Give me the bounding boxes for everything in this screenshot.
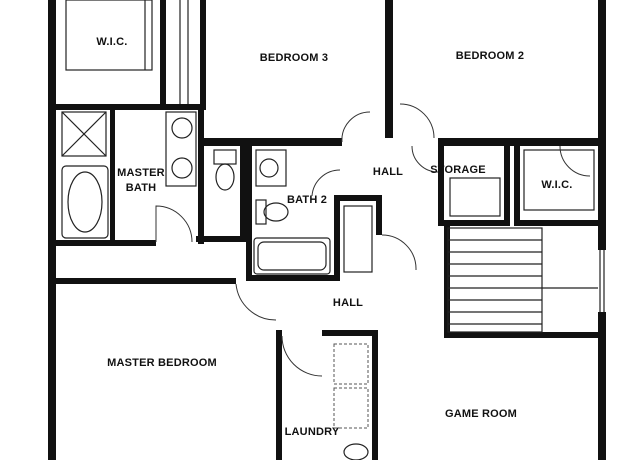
- walls: [48, 0, 606, 460]
- label-laundry: LAUNDRY: [285, 426, 340, 438]
- fixtures: [61, 0, 598, 460]
- room-labels: W.I.C. BEDROOM 3 BEDROOM 2 MASTER BATH B…: [96, 36, 572, 438]
- label-hall-lower: HALL: [333, 297, 363, 309]
- label-bath-2: BATH 2: [287, 194, 327, 206]
- label-storage: STORAGE: [430, 164, 486, 176]
- label-master-bath-line1: MASTER: [117, 167, 165, 179]
- doors: [155, 103, 605, 377]
- label-bedroom-3: BEDROOM 3: [260, 52, 328, 64]
- label-bedroom-2: BEDROOM 2: [456, 50, 524, 62]
- label-master-bedroom: MASTER BEDROOM: [107, 357, 217, 369]
- label-master-bath-line2: BATH: [126, 182, 157, 194]
- label-wic-right: W.I.C.: [541, 179, 572, 191]
- label-hall-upper: HALL: [373, 166, 403, 178]
- label-game-room: GAME ROOM: [445, 408, 517, 420]
- label-wic-master: W.I.C.: [96, 36, 127, 48]
- stairs: [447, 227, 598, 333]
